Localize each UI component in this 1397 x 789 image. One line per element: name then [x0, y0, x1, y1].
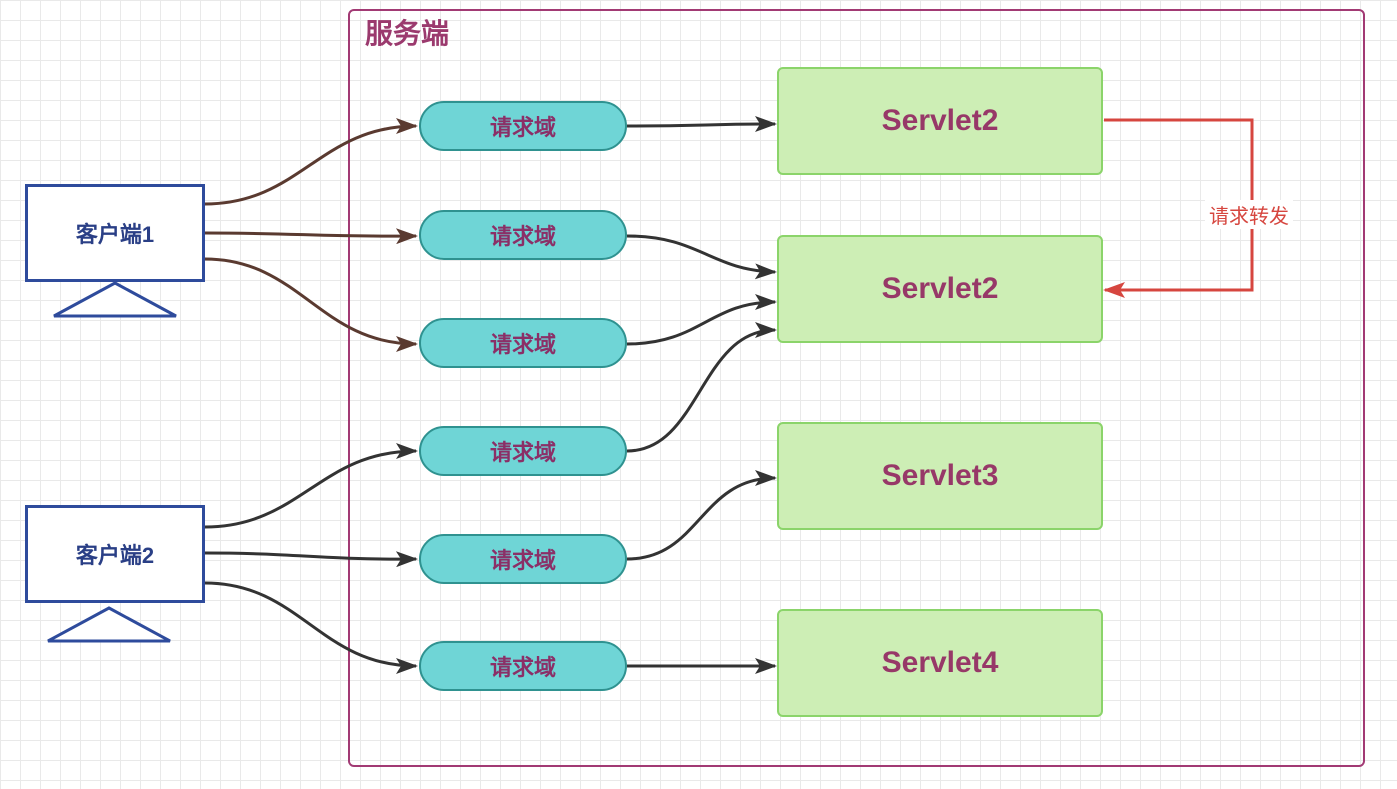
- client-2: 客户端2: [25, 505, 205, 603]
- edge-client2-scope5: [204, 551, 418, 568]
- edge-scope4-servlet2b: [626, 322, 777, 453]
- request-scope-label: 请求域: [489, 115, 556, 140]
- request-scope-4: 请求域: [419, 426, 627, 476]
- request-scope-label: 请求域: [489, 440, 556, 465]
- edge-client2-scope6: [204, 581, 418, 674]
- edge-scope2-servlet2b: [626, 234, 777, 280]
- request-scope-2: 请求域: [419, 210, 627, 260]
- monitor-stand-icon: [47, 606, 171, 643]
- request-scope-5: 请求域: [419, 534, 627, 584]
- edge-client1-scope2: [204, 228, 418, 245]
- servlet-label: Servlet2: [881, 104, 999, 137]
- monitor-stand-icon: [53, 281, 177, 318]
- request-scope-label: 请求域: [489, 655, 556, 680]
- request-scope-label: 请求域: [489, 332, 556, 357]
- edge-scope3-servlet2b: [626, 294, 777, 346]
- servlet-box-4: Servlet4: [777, 609, 1103, 717]
- client-1: 客户端1: [25, 184, 205, 282]
- forward-label: 请求转发: [1205, 200, 1293, 229]
- request-scope-1: 请求域: [419, 101, 627, 151]
- edge-scope5-servlet3: [626, 470, 777, 561]
- edge-scope1-servlet2a: [626, 116, 777, 133]
- server-title: 服务端: [365, 18, 450, 49]
- servlet-label: Servlet4: [881, 646, 999, 679]
- servlet-box-1: Servlet2: [777, 67, 1103, 175]
- request-scope-6: 请求域: [419, 641, 627, 691]
- client-2-label: 客户端2: [75, 543, 155, 568]
- edge-client1-scope3: [204, 257, 418, 352]
- edge-client1-scope1: [204, 118, 418, 206]
- client-1-label: 客户端1: [75, 222, 155, 247]
- servlet-box-2: Servlet2: [777, 235, 1103, 343]
- edge-client2-scope4: [204, 443, 418, 529]
- request-scope-3: 请求域: [419, 318, 627, 368]
- servlet-box-3: Servlet3: [777, 422, 1103, 530]
- servlet-label: Servlet2: [881, 272, 999, 305]
- request-scope-label: 请求域: [489, 548, 556, 573]
- servlet-label: Servlet3: [881, 459, 999, 492]
- request-scope-label: 请求域: [489, 224, 556, 249]
- server-frame: [348, 9, 1365, 767]
